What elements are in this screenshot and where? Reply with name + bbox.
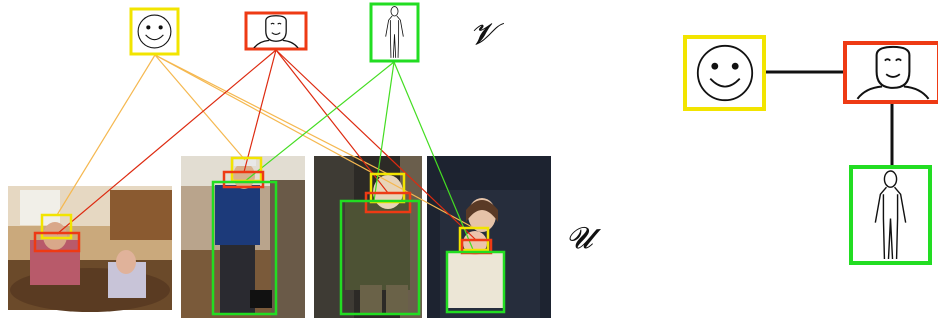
template-head [244, 11, 308, 51]
detection-boxes [33, 156, 506, 316]
tree-node-face [683, 35, 766, 111]
body-box [211, 180, 278, 316]
body-edges [243, 61, 475, 253]
face-edges [56, 54, 475, 229]
part-tree [683, 35, 938, 265]
head-box [364, 191, 412, 214]
body-box [445, 250, 506, 314]
template-body [369, 2, 420, 63]
label-part-templates: 𝓥 [470, 17, 504, 52]
head-box [33, 231, 81, 253]
tree-node-body [849, 165, 932, 265]
photo-toddler-jacket [314, 156, 422, 318]
template-face [129, 7, 180, 56]
face-box [40, 213, 73, 240]
head-edges [56, 49, 477, 241]
tree-node-head [843, 41, 938, 104]
head-box [222, 170, 265, 189]
photo-kitchen [8, 186, 172, 312]
body-box [339, 199, 421, 316]
label-images: 𝓤 [566, 221, 602, 256]
